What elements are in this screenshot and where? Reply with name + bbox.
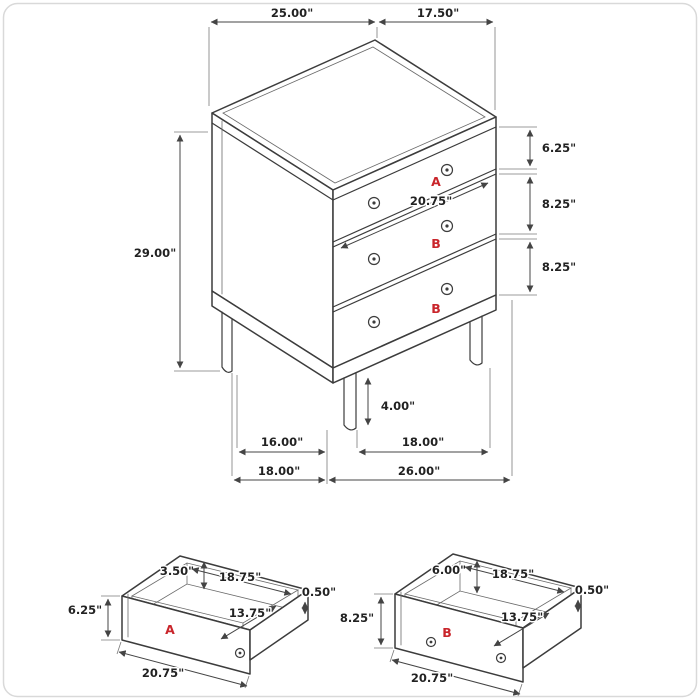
knob-dot-icon	[372, 257, 376, 261]
dim-a-inner-width-line	[191, 567, 292, 596]
dim-inner-width-line	[340, 182, 489, 249]
knob-dot-icon	[372, 320, 376, 324]
chest-top-rounded-edge	[222, 46, 486, 184]
dim-drawer-a-height: 6.25"	[542, 141, 576, 155]
drawer-a-side-panel	[249, 589, 309, 661]
drawer-b2-label: B	[431, 301, 441, 316]
drawer-b-detail: B 8.25" 6.00" 18.75" 0.50" 13.75" 20.75"	[338, 553, 611, 697]
drawer-divider-2b	[332, 238, 497, 313]
dim-b-back-height: 6.00"	[432, 563, 466, 577]
main-view-dimensions: 25.00" 17.50" 29.00" 6.25" 8.25" 8.25" 2…	[132, 5, 578, 484]
dim-inner-width: 20.75"	[410, 194, 452, 208]
dim-drawer-b2-height: 8.25"	[542, 260, 576, 274]
dim-a-inner-depth: 13.75"	[229, 606, 271, 620]
dim-b-inner-depth-line	[493, 612, 550, 647]
drawer-b1-label: B	[431, 236, 441, 251]
knob-dot-icon	[238, 651, 242, 655]
dim-leg-height: 4.00"	[381, 399, 415, 413]
dim-base-depth: 26.00"	[398, 464, 440, 478]
dim-a-back-height: 3.50"	[160, 564, 194, 578]
dim-a-inner-depth-line	[220, 605, 277, 640]
dim-a-inner-width: 18.75"	[219, 570, 261, 584]
drawer-a-detail: A 6.25" 3.50" 18.75" 0.50" 13.75" 20.75"	[66, 555, 338, 689]
dim-a-thickness: 0.50"	[302, 585, 336, 599]
drawer-a-label: A	[431, 174, 441, 189]
base-rail-front	[332, 294, 497, 384]
knob-dot-icon	[445, 287, 449, 291]
drawer-b-detail-label: B	[442, 625, 452, 640]
dim-a-overall-width-line	[118, 650, 248, 688]
leg-back-left	[221, 311, 233, 373]
knob-dot-icon	[445, 168, 449, 172]
knob-dot-icon	[429, 640, 433, 644]
leg-right	[469, 315, 483, 366]
dim-leg-span-side: 18.00"	[402, 435, 444, 449]
dim-b-inner-width: 18.75"	[492, 567, 534, 581]
dim-b-front-height: 8.25"	[340, 611, 374, 625]
dim-base-width: 18.00"	[258, 464, 300, 478]
dim-b-overall-width-line	[391, 658, 521, 696]
chest-isometric-view	[211, 39, 497, 431]
dim-a-front-height: 6.25"	[68, 603, 102, 617]
dim-top-depth: 17.50"	[417, 6, 459, 20]
drawer-a-detail-label: A	[165, 622, 175, 637]
dim-a-overall-width: 20.75"	[142, 666, 184, 680]
dim-b-thickness: 0.50"	[575, 583, 609, 597]
dim-top-width: 25.00"	[271, 6, 313, 20]
knob-dot-icon	[499, 656, 503, 660]
dim-b-inner-width-line	[464, 565, 565, 594]
dim-b-overall-width: 20.75"	[411, 671, 453, 685]
knob-dot-icon	[372, 201, 376, 205]
dim-drawer-b1-height: 8.25"	[542, 197, 576, 211]
drawer-b-side-panel	[522, 587, 582, 669]
dim-b-inner-depth: 13.75"	[501, 610, 543, 624]
dim-leg-span-front: 16.00"	[261, 435, 303, 449]
knob-dot-icon	[445, 224, 449, 228]
leg-front	[343, 372, 357, 431]
dim-overall-height: 29.00"	[134, 246, 176, 260]
top-band-side-line	[211, 122, 334, 201]
